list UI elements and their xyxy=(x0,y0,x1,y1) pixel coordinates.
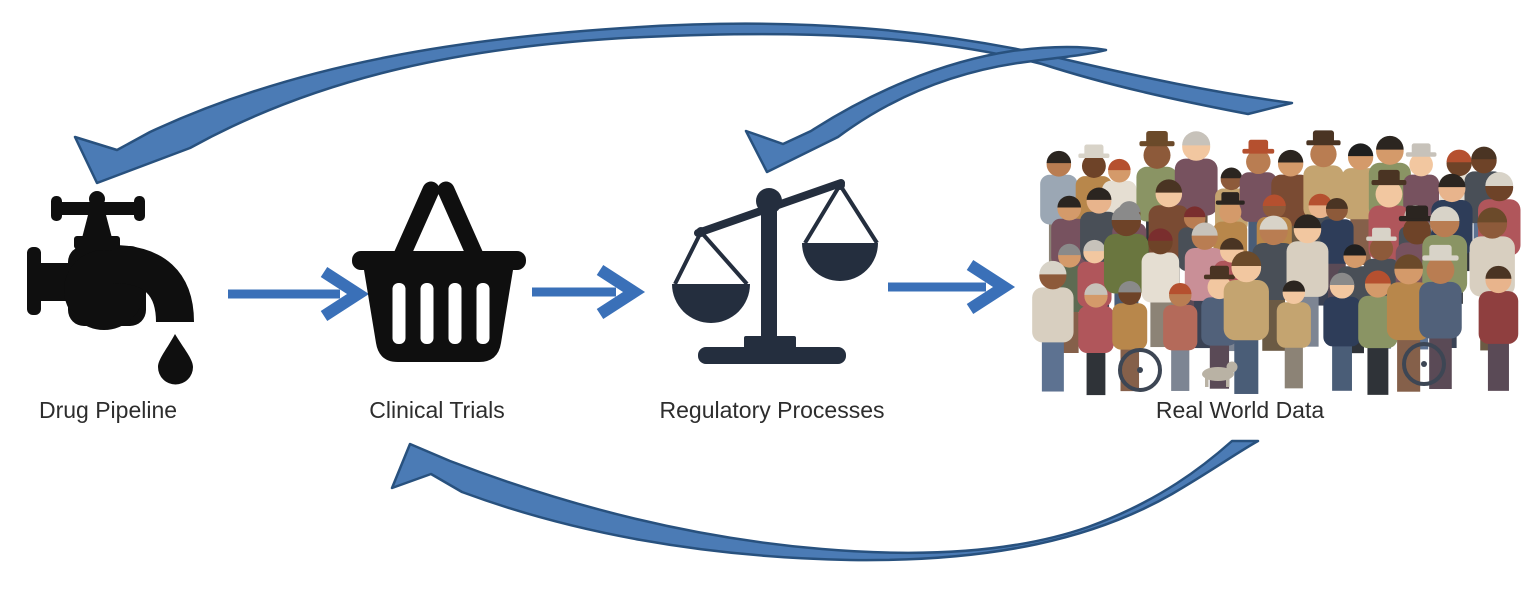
flow-arrow-trials-to-regulatory xyxy=(532,264,646,320)
feedback-arrow-rwd-to-regulatory xyxy=(744,45,1108,174)
person-figure xyxy=(1323,272,1361,391)
person-figure xyxy=(1276,280,1311,389)
feedback-arrow-rwd-to-drug-pipeline xyxy=(73,22,1294,185)
wheelchair-icon xyxy=(1402,342,1446,386)
person-figure xyxy=(1223,251,1269,394)
diverse-crowd-illustration xyxy=(1032,130,1521,396)
feedback-arrow-rwd-to-clinical-trials xyxy=(390,439,1260,562)
wheelchair-icon xyxy=(1118,348,1162,392)
person-figure xyxy=(1478,265,1519,391)
dog-icon xyxy=(1202,361,1238,387)
label-drug-pipeline: Drug Pipeline xyxy=(39,397,177,423)
flow-arrow-pipeline-to-trials xyxy=(228,266,370,322)
label-real-world-data: Real World Data xyxy=(1156,397,1325,423)
arrow-head-icon xyxy=(320,266,370,322)
flow-arrow-regulatory-to-rwd xyxy=(888,259,1016,315)
faucet-icon xyxy=(27,191,194,385)
balance-scale-icon xyxy=(672,179,879,364)
person-figure xyxy=(1078,283,1114,396)
shopping-basket-icon xyxy=(352,181,526,362)
person-figure xyxy=(1032,260,1074,392)
feedback-arrows xyxy=(73,22,1294,562)
label-regulatory-processes: Regulatory Processes xyxy=(660,397,885,423)
label-clinical-trials: Clinical Trials xyxy=(369,397,504,423)
arrow-head-icon xyxy=(966,259,1016,315)
person-figure xyxy=(1163,282,1198,391)
arrow-head-icon xyxy=(596,264,646,320)
person-figure xyxy=(1419,244,1462,390)
water-drop-icon xyxy=(158,334,193,385)
